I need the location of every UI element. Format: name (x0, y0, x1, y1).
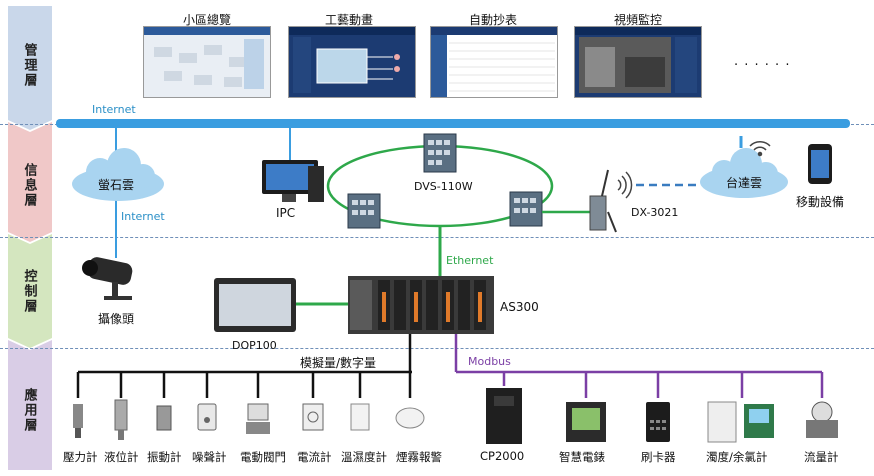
smart-meter-icon (566, 402, 606, 442)
more-ellipsis: · · · · · · (734, 58, 791, 73)
ethernet-label: Ethernet (446, 254, 494, 267)
current-meter-icon (302, 403, 324, 431)
hmi-label: DOP100 (232, 339, 277, 352)
smoke-alarm-icon (395, 407, 425, 429)
device-label: 智慧電錶 (559, 450, 605, 464)
signal-icon (617, 171, 633, 199)
device-label: 振動計 (147, 450, 182, 464)
device-label: 溫濕度計 (341, 450, 387, 464)
management-band (8, 6, 52, 130)
temp-humidity-sensor-icon (350, 403, 370, 431)
device-label: 煙霧報警 (396, 450, 442, 464)
meter-screenshot (430, 26, 558, 98)
panel-label-video: 視頻監控 (614, 13, 663, 27)
mobile-label: 移動設備 (796, 195, 845, 209)
panel-label-meter: 自動抄表 (469, 13, 518, 27)
control-band (8, 234, 52, 348)
layer-application: 應用層 (21, 387, 37, 433)
electric-valve-icon (246, 403, 270, 434)
device-label: 刷卡器 (641, 450, 676, 464)
layer-control: 控制層 (21, 268, 37, 314)
card-reader-icon (646, 402, 670, 442)
analog-bus-label: 模擬量/數字量 (300, 356, 377, 370)
modbus-bus (454, 334, 824, 398)
switch-icon (423, 133, 457, 173)
cloud-left-icon (72, 148, 164, 201)
wifi-icon (749, 141, 771, 157)
layer-management: 管理層 (21, 42, 37, 88)
plc-rack-icon (348, 276, 494, 334)
separator-line (0, 237, 874, 238)
internet-bus (56, 119, 850, 128)
dx-label: DX-3021 (631, 206, 679, 219)
device-label: CP2000 (480, 449, 525, 463)
device-label: 液位計 (104, 450, 139, 464)
device-label: 流量計 (804, 450, 839, 464)
video-screenshot (574, 26, 702, 98)
internet-bus-label: Internet (92, 103, 136, 116)
modbus-label: Modbus (468, 355, 511, 368)
device-label: 濁度/余氯計 (706, 450, 768, 464)
switch-icon (509, 191, 543, 227)
information-band (8, 122, 52, 242)
device-label: 電流計 (297, 450, 332, 464)
application-band (8, 340, 52, 470)
device-label: 電動閥門 (240, 450, 286, 464)
level-gauge-icon (114, 399, 128, 440)
camera-icon (82, 257, 133, 300)
hmi-panel-icon (214, 278, 296, 332)
ipc-label: IPC (276, 206, 296, 220)
cloud-right-label: 台達雲 (726, 176, 763, 190)
cloud-right-icon (700, 148, 788, 198)
switch-icon (347, 193, 381, 229)
vibration-gauge-icon (156, 405, 172, 431)
turbidity-meter-icon (707, 401, 774, 443)
layer-information: 信息層 (21, 162, 37, 208)
device-label: 噪聲計 (192, 450, 227, 464)
analog-bus (76, 334, 412, 398)
dx-gateway-icon (589, 169, 617, 233)
plc-label: AS300 (500, 300, 539, 314)
animation-screenshot (288, 26, 416, 98)
panel-label-overview: 小區總覽 (183, 13, 232, 27)
overview-screenshot (143, 26, 271, 98)
mobile-device-icon (808, 144, 832, 184)
switch-ring-label: DVS-110W (414, 180, 473, 193)
pressure-gauge-icon (73, 404, 83, 438)
noise-meter-icon (197, 403, 217, 431)
separator-line (0, 348, 874, 349)
cloud-left-label: 螢石雲 (98, 178, 135, 192)
inverter-icon (486, 388, 522, 444)
internet-down-label: Internet (121, 210, 165, 223)
ipc-computer-icon (262, 160, 324, 202)
panel-label-animation: 工藝動畫 (325, 13, 374, 27)
device-label: 壓力計 (63, 450, 98, 464)
camera-label: 攝像頭 (98, 312, 135, 326)
flow-meter-icon (806, 401, 838, 438)
